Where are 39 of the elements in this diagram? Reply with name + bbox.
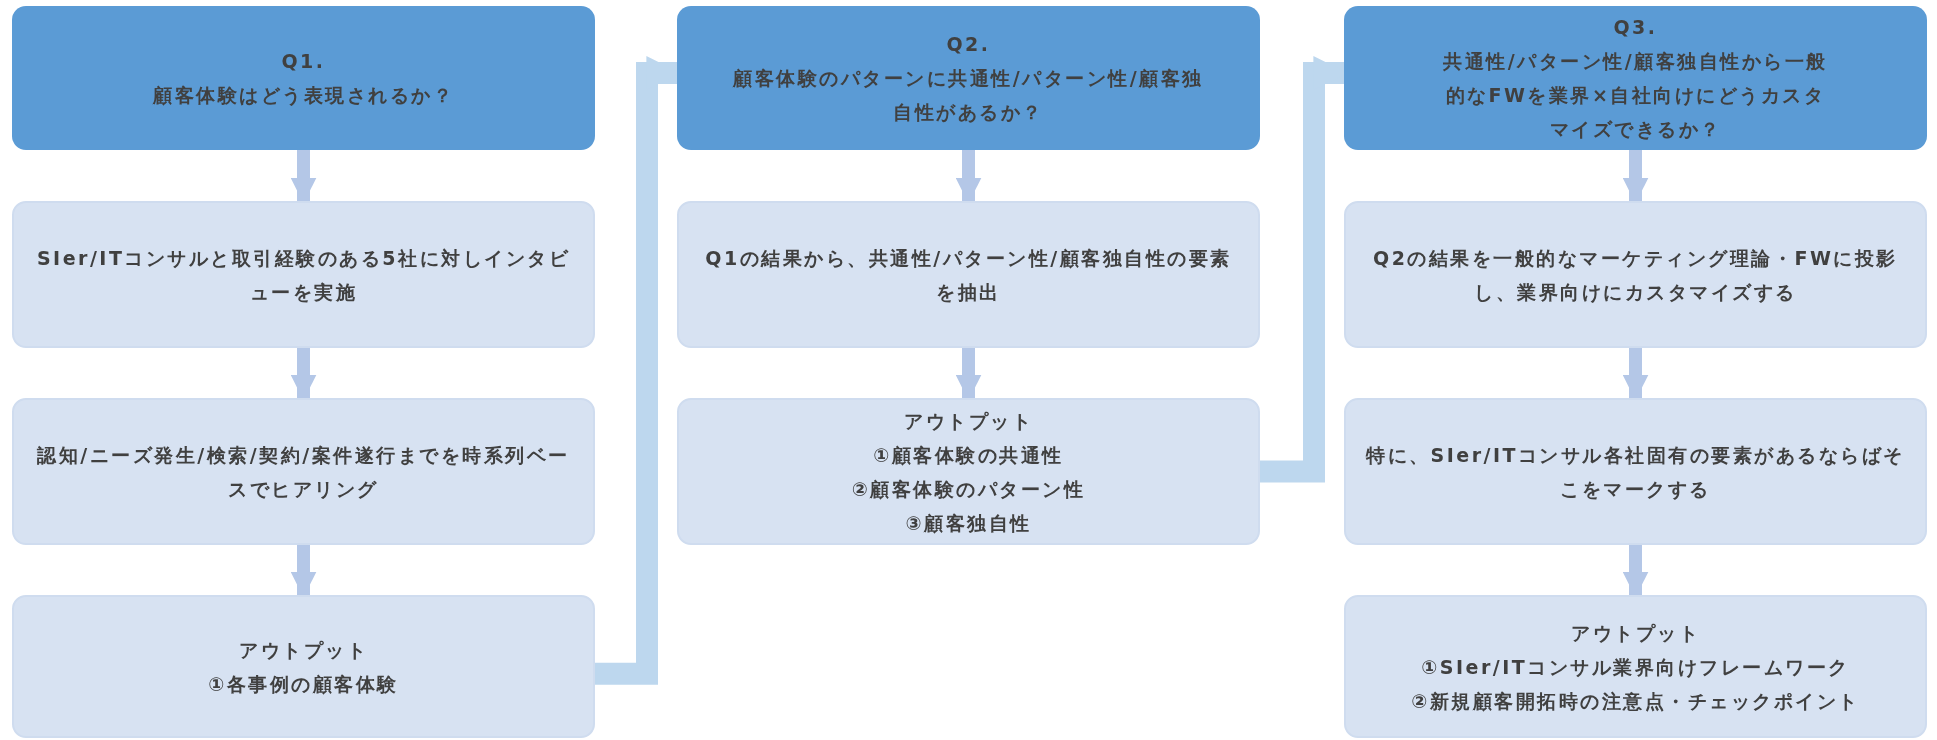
arrow	[1622, 348, 1649, 401]
output-item: ③顧客独自性	[905, 510, 1032, 536]
output-heading: アウトプット	[904, 408, 1033, 434]
question-number: Q2.	[946, 32, 991, 57]
arrow	[955, 150, 982, 204]
step-text: 特に、SIer/ITコンサル各社固有の要素があるならばそこをマークする	[1364, 442, 1906, 502]
output-heading: アウトプット	[1571, 620, 1700, 646]
question-number: Q1.	[281, 49, 326, 74]
process-box	[1344, 201, 1927, 348]
question-text: 顧客体験のパターンに共通性/パターン性/顧客独自性があるか？	[732, 66, 1205, 125]
output-item: ②新規顧客開拓時の注意点・チェックポイント	[1411, 688, 1860, 714]
arrow	[290, 348, 317, 401]
process-box	[12, 398, 595, 545]
question-number: Q3.	[1613, 15, 1658, 40]
step-text: Q1の結果から、共通性/パターン性/顧客独自性の要素を抽出	[704, 245, 1233, 305]
output-box	[677, 398, 1260, 545]
question-text: 顧客体験はどう表現されるか？	[153, 83, 454, 108]
question-text: 共通性/パターン性/顧客独自性から一般的なFWを業界×自社向けにどうカスタマイズできるか？	[1442, 49, 1829, 142]
question-box	[677, 6, 1260, 150]
arrow	[955, 348, 982, 401]
arrow	[290, 545, 317, 598]
arrow	[1622, 545, 1649, 598]
output-item: ②顧客体験のパターン性	[851, 476, 1086, 502]
output-box	[1344, 595, 1927, 738]
step-text: 認知/ニーズ発生/検索/契約/案件遂行までを時系列ベースでヒアリング	[36, 442, 571, 502]
process-box	[1344, 398, 1927, 545]
question-box	[1344, 6, 1927, 150]
process-box	[677, 201, 1260, 348]
output-heading: アウトプット	[239, 637, 368, 663]
step-text: Q2の結果を一般的なマーケティング理論・FWに投影し、業界向けにカスタマイズする	[1372, 245, 1899, 305]
step-text: SIer/ITコンサルと取引経験のある5社に対しインタビューを実施	[35, 245, 572, 305]
output-box	[12, 595, 595, 738]
output-item: ①SIer/ITコンサル業界向けフレームワーク	[1421, 654, 1850, 680]
process-box	[12, 201, 595, 348]
question-box	[12, 6, 595, 150]
output-item: ①各事例の顧客体験	[208, 671, 399, 697]
arrow	[1622, 150, 1649, 204]
output-item: ①顧客体験の共通性	[873, 442, 1064, 468]
arrow	[290, 150, 317, 204]
